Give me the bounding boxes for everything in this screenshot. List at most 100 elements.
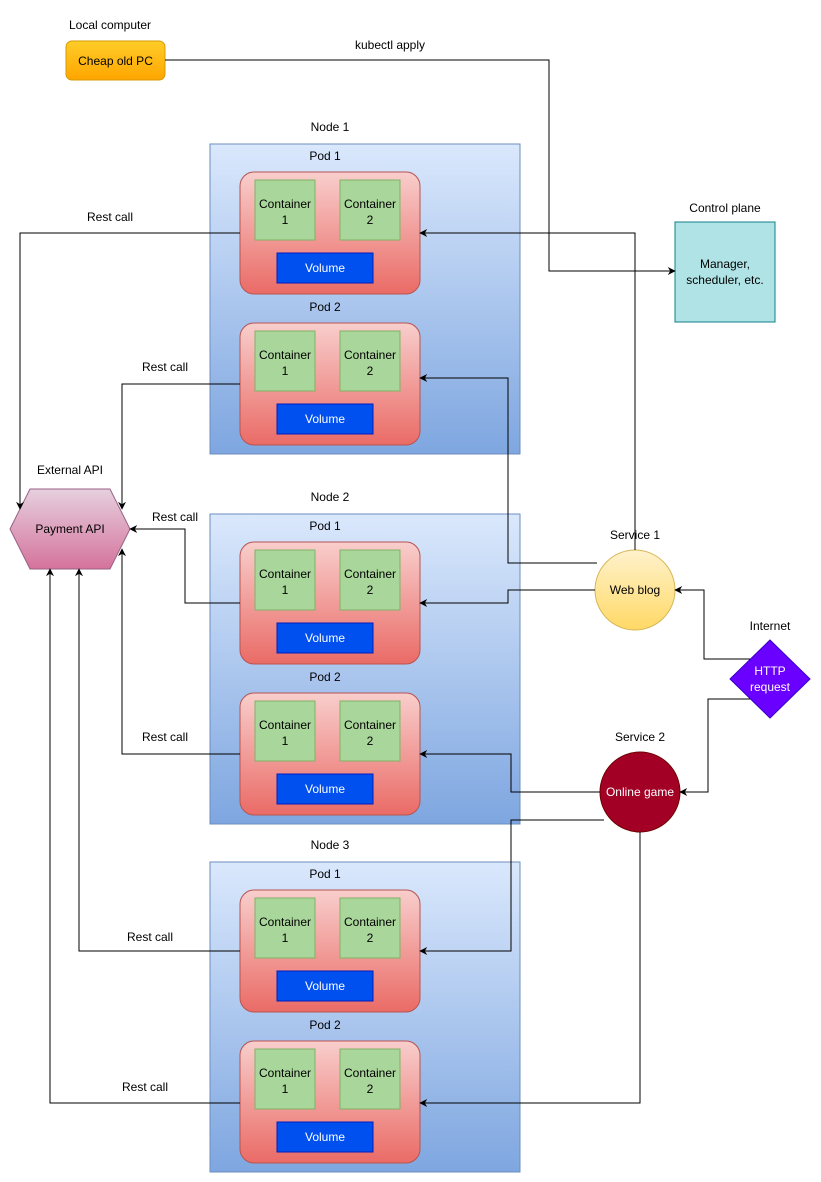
http-request-line-1: HTTP (754, 664, 785, 678)
local-computer-caption: Local computer (69, 18, 151, 32)
volume-box (276, 1121, 374, 1153)
edge-kubectl-apply (165, 59, 676, 275)
web-blog-service: Web blog (594, 549, 676, 631)
container-1: Container 1 (254, 897, 316, 959)
control-plane-box: Manager, scheduler, etc. (674, 221, 776, 323)
container-1-box (254, 330, 316, 392)
volume-box (276, 773, 374, 805)
container-1: Container 1 (254, 549, 316, 611)
container-1-label-line-2: 1 (282, 1082, 289, 1096)
connectors (16, 59, 750, 1107)
edge-http-webblog (674, 586, 750, 660)
container-2-label-line-2: 2 (367, 213, 374, 227)
volume-label: Volume (305, 1130, 345, 1144)
volume-label: Volume (305, 412, 345, 426)
volume-box (276, 970, 374, 1002)
container-1-box (254, 897, 316, 959)
container-1-box (254, 1048, 316, 1110)
container-2-box (339, 330, 401, 392)
container-2-label-line-2: 2 (367, 734, 374, 748)
container-2: Container 2 (339, 330, 401, 392)
container-1-label-line-2: 1 (282, 583, 289, 597)
edge-rest-n2p2 (118, 548, 240, 755)
kubectl-apply-label: kubectl apply (355, 38, 425, 52)
edge-game-n3p2 (419, 832, 641, 1107)
container-2-label-line-1: Container (344, 1066, 396, 1080)
internet-caption: Internet (750, 619, 791, 633)
volume-label: Volume (305, 261, 345, 275)
container-2-label-line-1: Container (344, 197, 396, 211)
container-2: Container 2 (339, 1048, 401, 1110)
container-1-label-line-2: 1 (282, 931, 289, 945)
payment-api-label: Payment API (35, 522, 104, 536)
volume: Volume (276, 970, 374, 1002)
container-1-label-line-1: Container (259, 915, 311, 929)
pod-label: Pod 2 (309, 1018, 341, 1032)
rest-call-label-2: Rest call (142, 360, 188, 374)
service-2-caption: Service 2 (615, 730, 665, 744)
pod-label: Pod 1 (309, 867, 341, 881)
container-1-label-line-1: Container (259, 567, 311, 581)
volume-box (276, 252, 374, 284)
edge-webblog-n2p1 (419, 589, 595, 607)
online-game-service: Online game (599, 751, 681, 833)
container-1-label-line-1: Container (259, 197, 311, 211)
rest-call-label-3: Rest call (152, 510, 198, 524)
cheap-old-pc-box: Cheap old PC (65, 40, 166, 81)
external-api-caption: External API (37, 463, 103, 477)
edge-rest-n3p1 (75, 568, 240, 952)
web-blog-label: Web blog (610, 583, 660, 597)
control-plane-caption: Control plane (689, 201, 761, 215)
volume: Volume (276, 773, 374, 805)
container-1-box (254, 549, 316, 611)
edge-webblog-n1p2 (419, 374, 597, 564)
container-2-label-line-1: Container (344, 567, 396, 581)
edge-game-n3p1 (419, 819, 604, 955)
pod-label: Pod 2 (309, 670, 341, 684)
edge-rest-n1p1 (16, 232, 240, 510)
http-request-line-2: request (750, 680, 791, 694)
volume: Volume (276, 622, 374, 654)
container-2-box (339, 179, 401, 241)
container-2-label-line-2: 2 (367, 583, 374, 597)
volume-label: Volume (305, 631, 345, 645)
container-1-label-line-2: 1 (282, 213, 289, 227)
container-2-label-line-2: 2 (367, 364, 374, 378)
cheap-old-pc-label: Cheap old PC (78, 54, 153, 68)
edge-rest-n3p2 (46, 568, 240, 1104)
pod-label: Pod 1 (309, 149, 341, 163)
pod-label: Pod 1 (309, 519, 341, 533)
container-2: Container 2 (339, 549, 401, 611)
rest-call-label-6: Rest call (122, 1080, 168, 1094)
container-1-box (254, 700, 316, 762)
container-1-label-line-1: Container (259, 348, 311, 362)
volume: Volume (276, 252, 374, 284)
container-2-label-line-1: Container (344, 348, 396, 362)
volume: Volume (276, 1121, 374, 1153)
container-2-box (339, 549, 401, 611)
online-game-label: Online game (606, 785, 674, 799)
container-2-label-line-2: 2 (367, 1082, 374, 1096)
volume-label: Volume (305, 782, 345, 796)
container-1-label-line-1: Container (259, 718, 311, 732)
control-plane-line-2: scheduler, etc. (686, 273, 763, 287)
rest-call-label-1: Rest call (87, 210, 133, 224)
node-label: Node 2 (311, 490, 350, 504)
container-2-box (339, 700, 401, 762)
container-1-label-line-1: Container (259, 1066, 311, 1080)
container-1-label-line-2: 1 (282, 734, 289, 748)
pod-label: Pod 2 (309, 300, 341, 314)
container-1: Container 1 (254, 700, 316, 762)
container-1-box (254, 179, 316, 241)
edge-rest-n2p1 (129, 525, 240, 604)
rest-call-label-5: Rest call (127, 930, 173, 944)
edge-game-n2p2 (419, 750, 600, 793)
container-1: Container 1 (254, 179, 316, 241)
